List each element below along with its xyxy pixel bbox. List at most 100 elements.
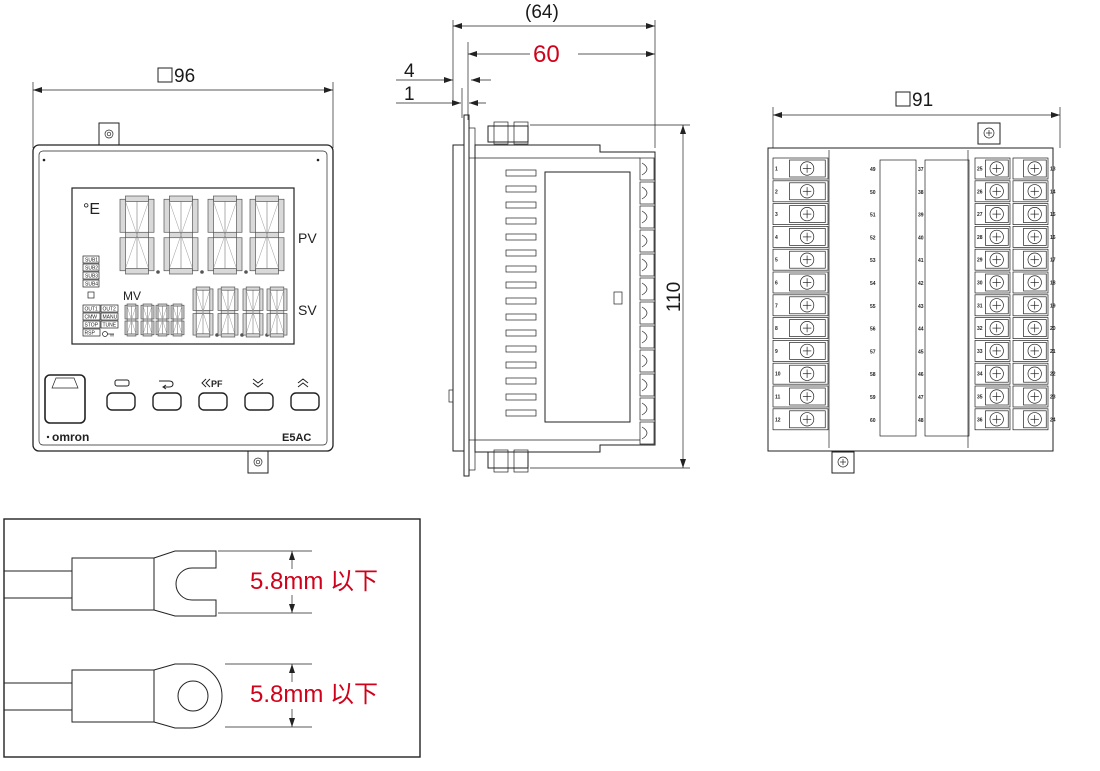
terminal-screw-side xyxy=(639,301,655,325)
terminal: 9 xyxy=(772,340,829,362)
svg-text:33: 33 xyxy=(977,349,983,355)
status-indicator: TUNE xyxy=(100,320,119,329)
terminal: 28 xyxy=(974,226,1011,248)
terminal-label: 54 xyxy=(870,281,876,287)
vent-slot xyxy=(505,281,537,289)
terminal-label: 59 xyxy=(870,395,876,401)
terminal: 34 xyxy=(974,362,1011,385)
terminal: 13 xyxy=(1012,157,1056,180)
svg-text:TUNE: TUNE xyxy=(103,323,117,329)
svg-text:28: 28 xyxy=(977,235,983,241)
svg-text:9: 9 xyxy=(775,349,778,355)
terminal-screw-side xyxy=(639,205,655,229)
svg-text:16: 16 xyxy=(1050,235,1056,241)
svg-text:1: 1 xyxy=(775,167,778,173)
svg-text:SUB4: SUB4 xyxy=(85,282,98,288)
up-button[interactable] xyxy=(290,392,320,411)
terminal-label: 48 xyxy=(918,418,924,424)
lcd-digit xyxy=(249,195,285,275)
terminal-label: 52 xyxy=(870,235,876,241)
terminal-screw-side xyxy=(639,349,655,373)
terminal-screw-side xyxy=(639,325,655,349)
terminal: 21 xyxy=(1012,340,1056,362)
terminal: 12 xyxy=(772,408,829,431)
rear-bottom-tab xyxy=(831,451,855,474)
mv-label: MV xyxy=(123,289,141,303)
terminal-label: 60 xyxy=(870,418,876,424)
svg-text:25: 25 xyxy=(977,167,983,173)
terminal-screw-side xyxy=(639,277,655,301)
level-button[interactable] xyxy=(106,392,136,411)
svg-text:30: 30 xyxy=(977,281,983,287)
rear-top-tab xyxy=(977,122,1001,145)
depth-body-value: 60 xyxy=(533,41,560,68)
lcd-digit xyxy=(192,286,219,338)
terminal-label: 47 xyxy=(918,395,924,401)
pf-button[interactable] xyxy=(198,392,228,411)
fork-label: 5.8mm 以下 xyxy=(250,568,378,595)
svg-text:22: 22 xyxy=(1050,372,1056,378)
down-button[interactable] xyxy=(244,392,274,411)
vent-slot xyxy=(505,249,537,257)
terminal-label: 37 xyxy=(918,167,924,173)
vent-slot xyxy=(505,361,537,369)
usb-cover[interactable] xyxy=(44,374,86,424)
side-label-window xyxy=(544,171,631,423)
panel-thickness-value: 1 xyxy=(404,84,415,105)
terminal-screw-side xyxy=(639,373,655,397)
vent-slot xyxy=(505,377,537,385)
svg-text:29: 29 xyxy=(977,258,983,264)
front-width-value: 96 xyxy=(174,66,195,87)
terminal: 29 xyxy=(974,248,1011,271)
svg-text:SUB3: SUB3 xyxy=(85,274,98,280)
terminal-label: 50 xyxy=(870,190,876,196)
svg-text:12: 12 xyxy=(775,417,781,423)
terminal-label: 51 xyxy=(870,213,876,219)
sub-indicator: SUB4 xyxy=(82,279,100,288)
svg-text:STOP: STOP xyxy=(85,323,99,329)
svg-text:15: 15 xyxy=(1050,212,1056,218)
svg-text:7: 7 xyxy=(775,303,778,309)
svg-text:26: 26 xyxy=(977,189,983,195)
vent-slot xyxy=(505,313,537,321)
brand-logo: omron xyxy=(52,430,89,444)
loop-arrow-icon xyxy=(159,380,174,390)
svg-text:27: 27 xyxy=(977,212,983,218)
terminal-label: 40 xyxy=(918,235,924,241)
fork-terminal: 5.8mm 以下 xyxy=(4,550,378,617)
svg-text:14: 14 xyxy=(1050,189,1056,195)
lcd-digit xyxy=(217,286,244,338)
terminal: 11 xyxy=(772,385,829,408)
model-label: E5AC xyxy=(282,432,311,444)
mv-digits xyxy=(124,303,185,337)
lcd-digit xyxy=(207,195,248,275)
terminal: 4 xyxy=(772,226,829,248)
terminal: 2 xyxy=(772,180,829,203)
svg-text:31: 31 xyxy=(977,303,983,309)
terminal-label: 58 xyxy=(870,372,876,378)
status-indicator: MANU xyxy=(100,312,119,321)
vent-slot xyxy=(505,409,537,417)
svg-text:4: 4 xyxy=(775,235,778,241)
terminal: 23 xyxy=(1012,385,1056,408)
vent-slot xyxy=(505,393,537,401)
lcd-digit xyxy=(119,195,160,275)
svg-text:20: 20 xyxy=(1050,326,1056,332)
terminal: 16 xyxy=(1012,226,1056,248)
svg-text:OUT2: OUT2 xyxy=(103,307,117,313)
terminal: 27 xyxy=(974,203,1011,225)
lcd-digit xyxy=(266,286,288,338)
vent-slot xyxy=(505,329,537,337)
sub-indicator: SUB2 xyxy=(82,263,100,272)
front-width-dimension: 96 xyxy=(32,66,334,148)
mode-button[interactable] xyxy=(152,392,182,411)
panel-offset-value: 4 xyxy=(404,61,415,82)
terminal: 15 xyxy=(1012,203,1056,225)
terminal-label: 53 xyxy=(870,258,876,264)
terminal: 14 xyxy=(1012,180,1056,203)
sub-indicator: SUB1 xyxy=(82,255,100,264)
svg-text:5: 5 xyxy=(775,258,778,264)
